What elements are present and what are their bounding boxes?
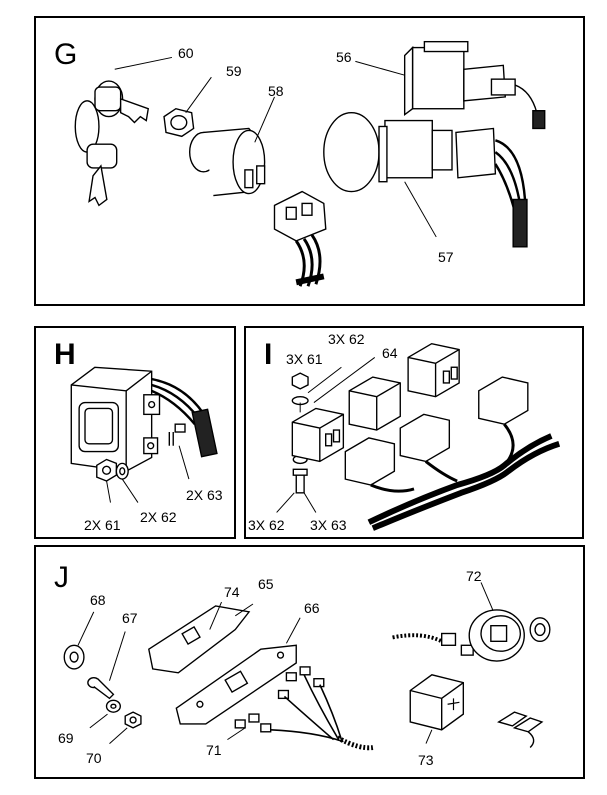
callout-3x63: 3X 63 [310, 517, 347, 533]
panel-h: H 2X 63 2X 62 2X 61 [34, 326, 236, 539]
hex-nut-drawing [163, 76, 212, 138]
key-switch-drawing [392, 582, 551, 662]
rocker-switch-lower-drawing [323, 111, 528, 248]
nut-and-washer-drawing [96, 458, 139, 503]
callout-58: 58 [268, 83, 284, 99]
callout-69: 69 [58, 730, 74, 746]
wire-harness-drawing [227, 666, 374, 751]
panel-g: G 60 59 58 56 57 [34, 16, 585, 306]
callout-2x61: 2X 61 [84, 517, 121, 533]
callout-59: 59 [226, 63, 242, 79]
ignition-keys-drawing [74, 56, 173, 207]
callout-64: 64 [382, 345, 398, 361]
callout-70: 70 [86, 750, 102, 766]
callout-66: 66 [304, 600, 320, 616]
relay-block-drawing [70, 366, 218, 472]
panel-j-letter: J [54, 561, 69, 594]
ignition-switch-drawing [188, 96, 275, 197]
decal-drawing [148, 601, 254, 674]
callout-57: 57 [438, 249, 454, 265]
switch-bracket-drawing [175, 617, 301, 725]
callout-67: 67 [122, 610, 138, 626]
callout-73: 73 [418, 752, 434, 768]
callout-72: 72 [466, 568, 482, 584]
panel-h-letter: H [54, 338, 76, 371]
panel-i-illustration [276, 342, 561, 531]
panel-j: J 68 67 74 65 66 72 69 70 71 73 [34, 545, 585, 779]
callout-2x63: 2X 63 [186, 487, 223, 503]
panel-i: I 3X 62 3X 61 64 3X 62 3X 63 [244, 326, 584, 539]
panel-j-illustration [63, 582, 551, 751]
panel-h-illustration [70, 366, 218, 503]
callout-65: 65 [258, 576, 274, 592]
callout-60: 60 [178, 45, 194, 61]
callout-2x62: 2X 62 [140, 509, 177, 525]
callout-56: 56 [336, 49, 352, 65]
callout-74: 74 [224, 584, 240, 600]
panel-i-letter: I [264, 338, 273, 371]
grommet-drawing [63, 611, 95, 670]
panel-g-illustration [74, 40, 546, 287]
hardware-stack-drawing [276, 357, 376, 513]
callout-71: 71 [206, 742, 222, 758]
fuse-clip-drawing [497, 711, 544, 748]
hour-meter-drawing [409, 674, 465, 744]
screw-drawing [87, 631, 126, 700]
relay-sockets-drawing [344, 376, 561, 531]
switch-connector-drawing [273, 190, 327, 287]
callout-3x62-top: 3X 62 [328, 331, 365, 347]
callout-3x62-bottom: 3X 62 [248, 517, 285, 533]
panel-g-letter: G [54, 38, 78, 71]
callout-3x61: 3X 61 [286, 351, 323, 367]
rocker-switch-upper-drawing [355, 40, 546, 130]
relay-set-drawing [291, 342, 460, 463]
callout-68: 68 [90, 592, 106, 608]
washer-and-nut-drawing [89, 699, 142, 744]
bolt-drawing [168, 423, 190, 480]
